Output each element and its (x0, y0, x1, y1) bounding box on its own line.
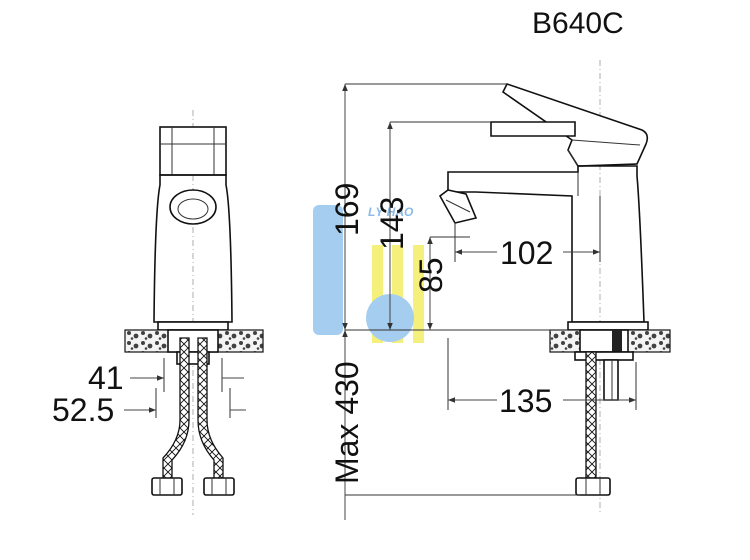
dim-52-5: 52.5 (52, 392, 114, 428)
front-handle (159, 126, 227, 176)
model-number: B640C (532, 7, 624, 40)
watermark-yellow-bar-1 (372, 245, 383, 343)
dim-102: 102 (500, 235, 553, 271)
dim-41: 41 (88, 360, 124, 396)
dim-143: 143 (374, 197, 410, 250)
side-nut (575, 477, 611, 496)
dim-169: 169 (329, 183, 365, 236)
front-nut-left (151, 477, 183, 496)
watermark-blue-bar (313, 205, 343, 335)
front-body (153, 174, 233, 323)
dim-135: 135 (499, 383, 552, 419)
front-view: 41 52.5 (52, 110, 264, 515)
watermark-yellow-bar-2 (392, 245, 403, 343)
side-view: 169 143 85 Max 430 102 135 (329, 60, 671, 520)
side-body (447, 165, 645, 323)
dim-85: 85 (413, 257, 449, 293)
watermark-yellow-bar-3 (413, 245, 424, 343)
dim-max-430: Max 430 (329, 361, 365, 484)
front-nut-right (203, 477, 235, 496)
